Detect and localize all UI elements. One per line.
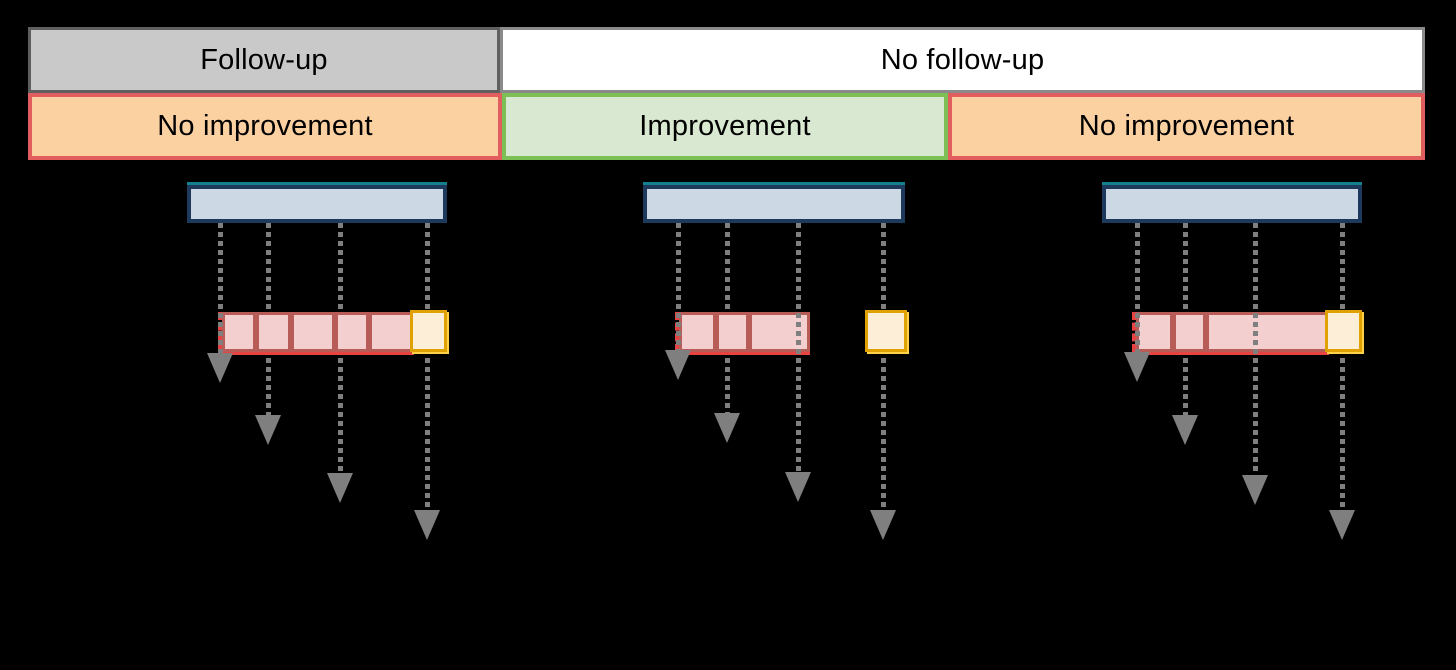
- header-cell-improvement: Improvement: [502, 93, 948, 160]
- header-cell-no-follow-up: No follow-up: [500, 27, 1425, 93]
- header-label-follow-up: Follow-up: [200, 43, 328, 76]
- timeline-bar: [643, 185, 905, 223]
- event-arrow-head: [327, 473, 353, 503]
- event-arrow-head: [1242, 475, 1268, 505]
- header-label-no-improvement-right: No improvement: [1078, 110, 1295, 142]
- event-arrow-head: [665, 350, 691, 380]
- dose-strip: [218, 312, 414, 352]
- dose-cell: [291, 312, 335, 352]
- dose-cell: [679, 312, 716, 352]
- event-arrow-head: [207, 353, 233, 383]
- event-arrow-line: [1135, 223, 1140, 356]
- event-arrow-line: [881, 223, 886, 514]
- timeline-bar: [1102, 185, 1362, 223]
- event-arrow-head: [1172, 415, 1198, 445]
- final-dose-box: [410, 310, 447, 352]
- dose-cell: [222, 312, 256, 352]
- dose-cell: [369, 312, 414, 352]
- event-arrow-head: [255, 415, 281, 445]
- event-arrow-line: [218, 223, 223, 357]
- event-arrow-line: [796, 223, 801, 476]
- event-arrow-line: [425, 223, 430, 514]
- timeline-bar: [187, 185, 447, 223]
- dose-cell: [1136, 312, 1173, 352]
- dose-cell: [1173, 312, 1206, 352]
- dose-cell: [335, 312, 369, 352]
- dose-cell: [1206, 312, 1329, 352]
- header-cell-follow-up: Follow-up: [28, 27, 500, 93]
- event-arrow-head: [1124, 352, 1150, 382]
- event-arrow-line: [1340, 223, 1345, 514]
- dose-strip: [1132, 312, 1329, 352]
- event-arrow-line: [676, 223, 681, 354]
- event-arrow-head: [870, 510, 896, 540]
- event-arrow-head: [414, 510, 440, 540]
- dose-cell: [256, 312, 291, 352]
- event-arrow-head: [1329, 510, 1355, 540]
- dose-strip: [675, 312, 810, 352]
- header-cell-no-improvement-right: No improvement: [948, 93, 1425, 160]
- header-cell-no-improvement-left: No improvement: [28, 93, 502, 160]
- event-arrow-head: [785, 472, 811, 502]
- header-label-no-improvement-left: No improvement: [157, 110, 373, 142]
- event-arrow-line: [1253, 223, 1258, 479]
- event-arrow-head: [714, 413, 740, 443]
- final-dose-box: [1325, 310, 1362, 352]
- final-dose-box: [865, 310, 907, 352]
- header-label-improvement: Improvement: [639, 110, 811, 142]
- header-label-no-follow-up: No follow-up: [880, 43, 1045, 76]
- dose-cell: [716, 312, 749, 352]
